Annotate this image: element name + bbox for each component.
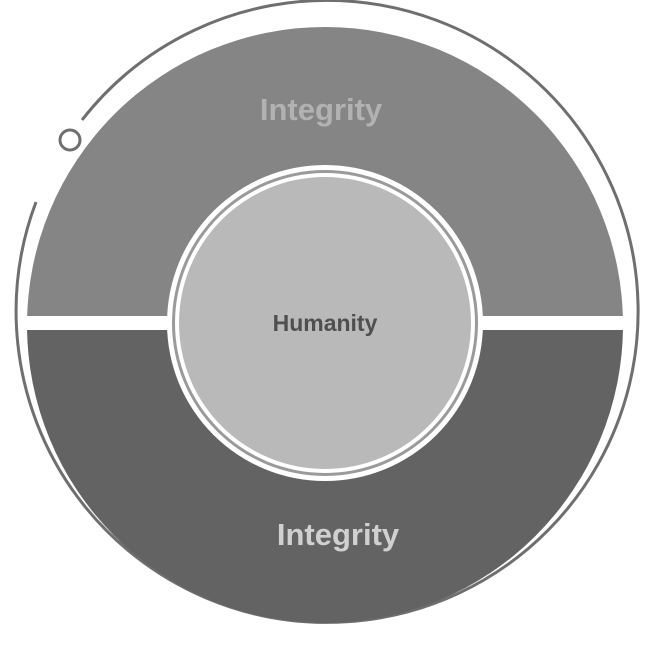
top-segment-label: Integrity [260, 92, 383, 127]
center-label: Humanity [273, 310, 378, 336]
center-core [179, 177, 471, 469]
outer-ring-arc [14, 0, 640, 624]
bottom-segment-label: Integrity [277, 517, 400, 552]
ring-marker-dot [58, 128, 82, 152]
